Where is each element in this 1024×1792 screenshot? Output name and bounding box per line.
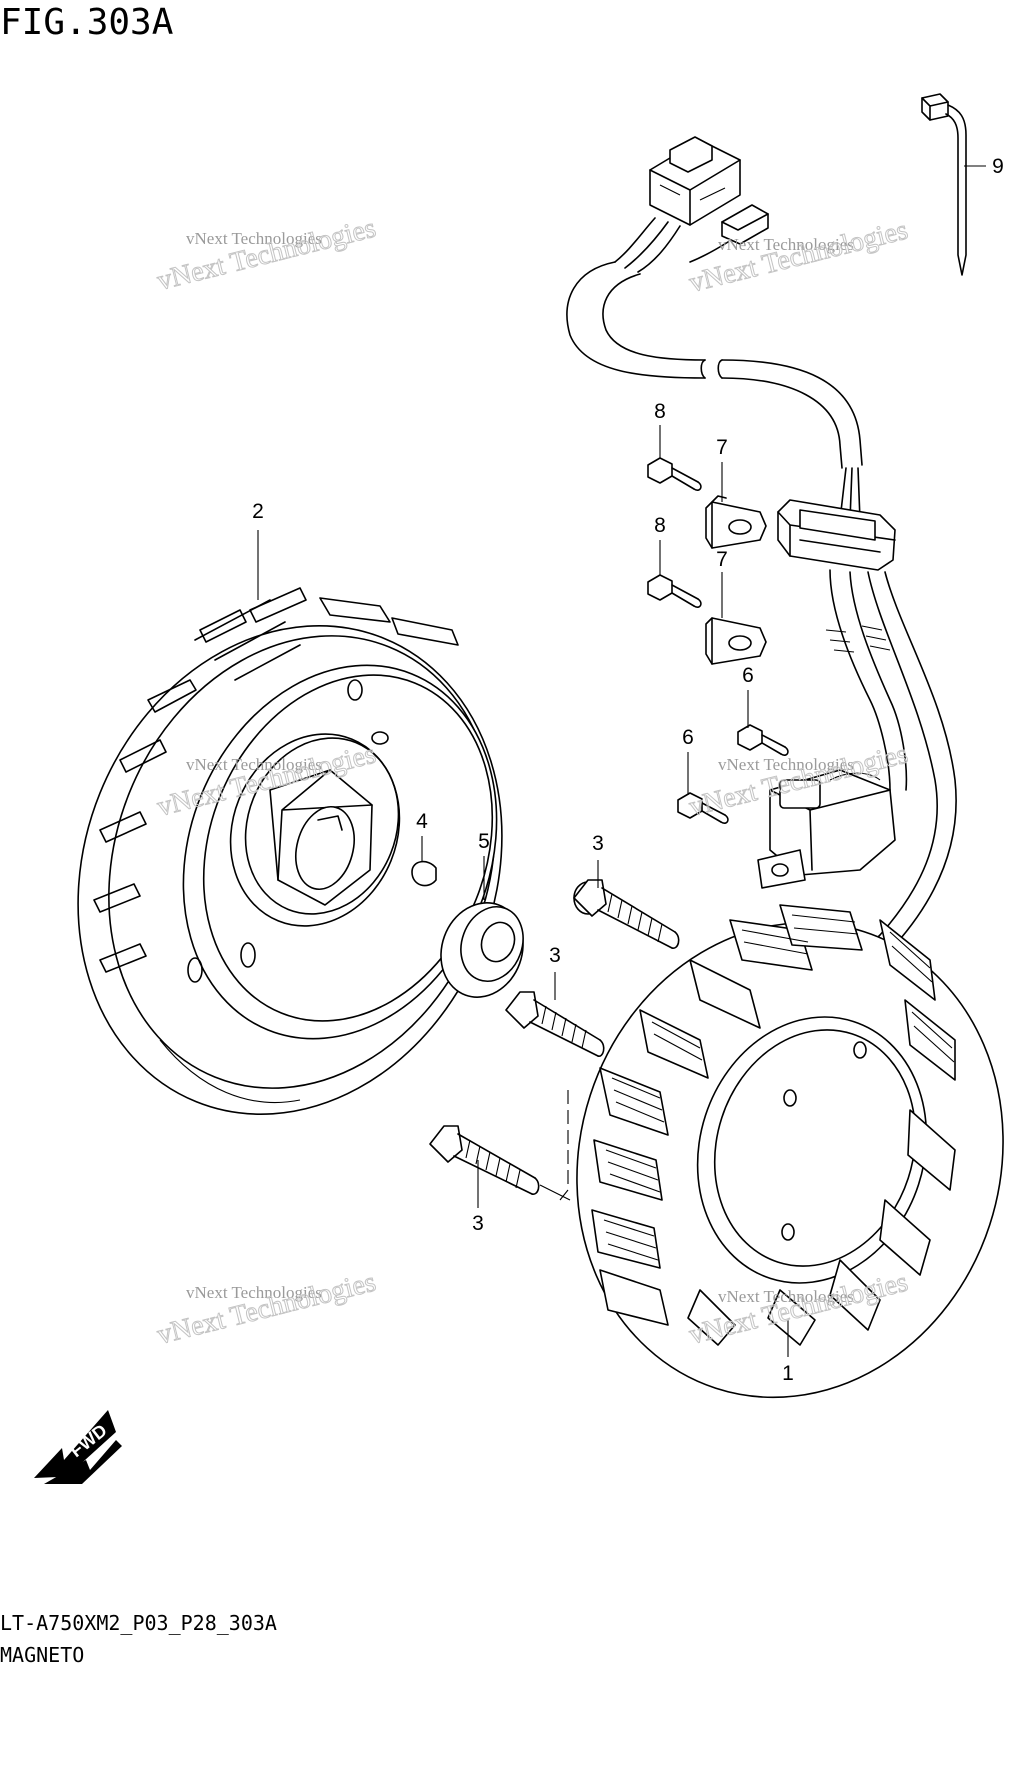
callout-2: 2: [252, 500, 264, 523]
svg-text:vNext Technologies: vNext Technologies: [154, 1267, 379, 1351]
callout-1: 1: [782, 1362, 794, 1385]
leader-lines: [257, 165, 986, 1357]
flywheel-rotor: [77, 587, 503, 1115]
svg-text:vNext Technologies: vNext Technologies: [186, 1283, 322, 1302]
bolt-3-lower: [429, 1125, 540, 1195]
pulse-coil: [757, 769, 896, 889]
bolt-3-upper: [573, 879, 680, 949]
callout-8-lower: 8: [654, 514, 666, 537]
bolt-3-middle: [505, 991, 605, 1057]
screw-8-lower: [647, 574, 702, 608]
woodruff-key: [411, 860, 437, 887]
figure-name: MAGNETO: [0, 1643, 84, 1667]
callout-6-lower: 6: [682, 726, 694, 749]
callout-3-lower: 3: [472, 1212, 484, 1235]
harness-connector-middle: [777, 499, 896, 571]
plate-7-lower: [705, 617, 767, 665]
spacer-washer: [440, 902, 524, 998]
screw-8-upper: [647, 457, 702, 491]
figure-title: FIG.303A: [0, 2, 174, 43]
svg-text:vNext Technologies: vNext Technologies: [186, 755, 322, 774]
svg-text:vNext Technologies: vNext Technologies: [686, 215, 911, 299]
svg-text:vNext Technologies: vNext Technologies: [186, 229, 322, 248]
callout-3-upper: 3: [592, 832, 604, 855]
callout-3-middle: 3: [549, 944, 561, 967]
callout-8-upper: 8: [654, 400, 666, 423]
callout-5: 5: [478, 830, 490, 853]
figure-code: LT-A750XM2_P03_P28_303A: [0, 1611, 277, 1635]
screw-6-lower: [677, 792, 729, 824]
callout-7-lower: 7: [716, 548, 728, 571]
svg-text:vNext Technologies: vNext Technologies: [154, 213, 379, 297]
callout-9: 9: [992, 155, 1004, 178]
callout-4: 4: [416, 810, 428, 833]
watermark-top-left: vNext Technologies vNext Technologies: [154, 212, 380, 297]
callout-6-upper: 6: [742, 664, 754, 687]
stator-coil: [576, 904, 1004, 1399]
svg-text:vNext Technologies: vNext Technologies: [718, 755, 854, 774]
screw-6-upper: [737, 724, 789, 756]
watermark-bottom-left: vNext Technologies vNext Technologies: [154, 1266, 380, 1351]
fwd-arrow-icon: FWD: [34, 1410, 122, 1484]
svg-text:vNext Technologies: vNext Technologies: [718, 1287, 854, 1306]
callout-7-upper: 7: [716, 436, 728, 459]
wire-harness: [566, 136, 957, 996]
cable-tie: [921, 93, 967, 276]
plate-7-upper: [705, 495, 767, 549]
svg-text:vNext Technologies: vNext Technologies: [718, 235, 854, 254]
watermark-top-right: vNext Technologies vNext Technologies: [686, 214, 912, 299]
harness-connector-top: [649, 136, 769, 245]
